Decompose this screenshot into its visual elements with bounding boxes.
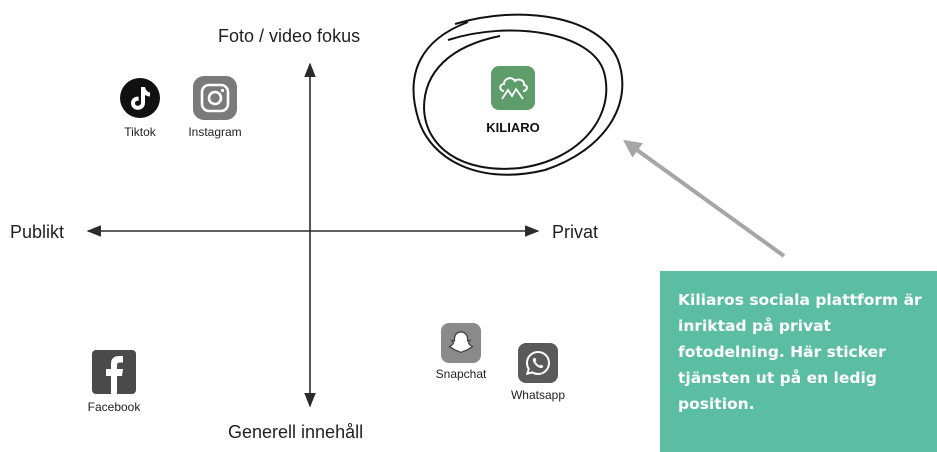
app-kiliaro: KILIARO [477, 66, 549, 135]
app-label-snapchat: Snapchat [435, 367, 487, 381]
kiliaro-cloud-icon [491, 66, 535, 110]
kiliaro-highlight-circles [412, 13, 624, 176]
callout-box: Kiliaros sociala plattform är inriktad p… [660, 271, 937, 452]
snapchat-icon [441, 323, 481, 363]
app-instagram: Instagram [177, 76, 253, 139]
app-facebook: Facebook [74, 350, 154, 414]
app-label-facebook: Facebook [87, 400, 141, 414]
app-label-kiliaro: KILIARO [486, 120, 540, 135]
whatsapp-icon [518, 343, 558, 383]
axis-label-top: Foto / video fokus [218, 26, 361, 46]
app-snapchat: Snapchat [426, 323, 496, 381]
axis-label-right: Privat [552, 222, 599, 242]
axis-label-left: Publikt [10, 222, 65, 242]
instagram-icon [193, 76, 237, 120]
callout-text: Kiliaros sociala plattform är inriktad p… [678, 291, 922, 413]
axis-label-bottom: Generell innehåll [228, 422, 364, 442]
facebook-icon [92, 350, 136, 394]
tiktok-icon [120, 78, 160, 118]
app-label-tiktok: Tiktok [124, 125, 156, 139]
app-label-whatsapp: Whatsapp [510, 388, 566, 402]
app-whatsapp: Whatsapp [498, 343, 578, 402]
pointer-arrow [623, 139, 786, 258]
app-tiktok: Tiktok [112, 78, 168, 139]
app-label-instagram: Instagram [188, 125, 242, 139]
